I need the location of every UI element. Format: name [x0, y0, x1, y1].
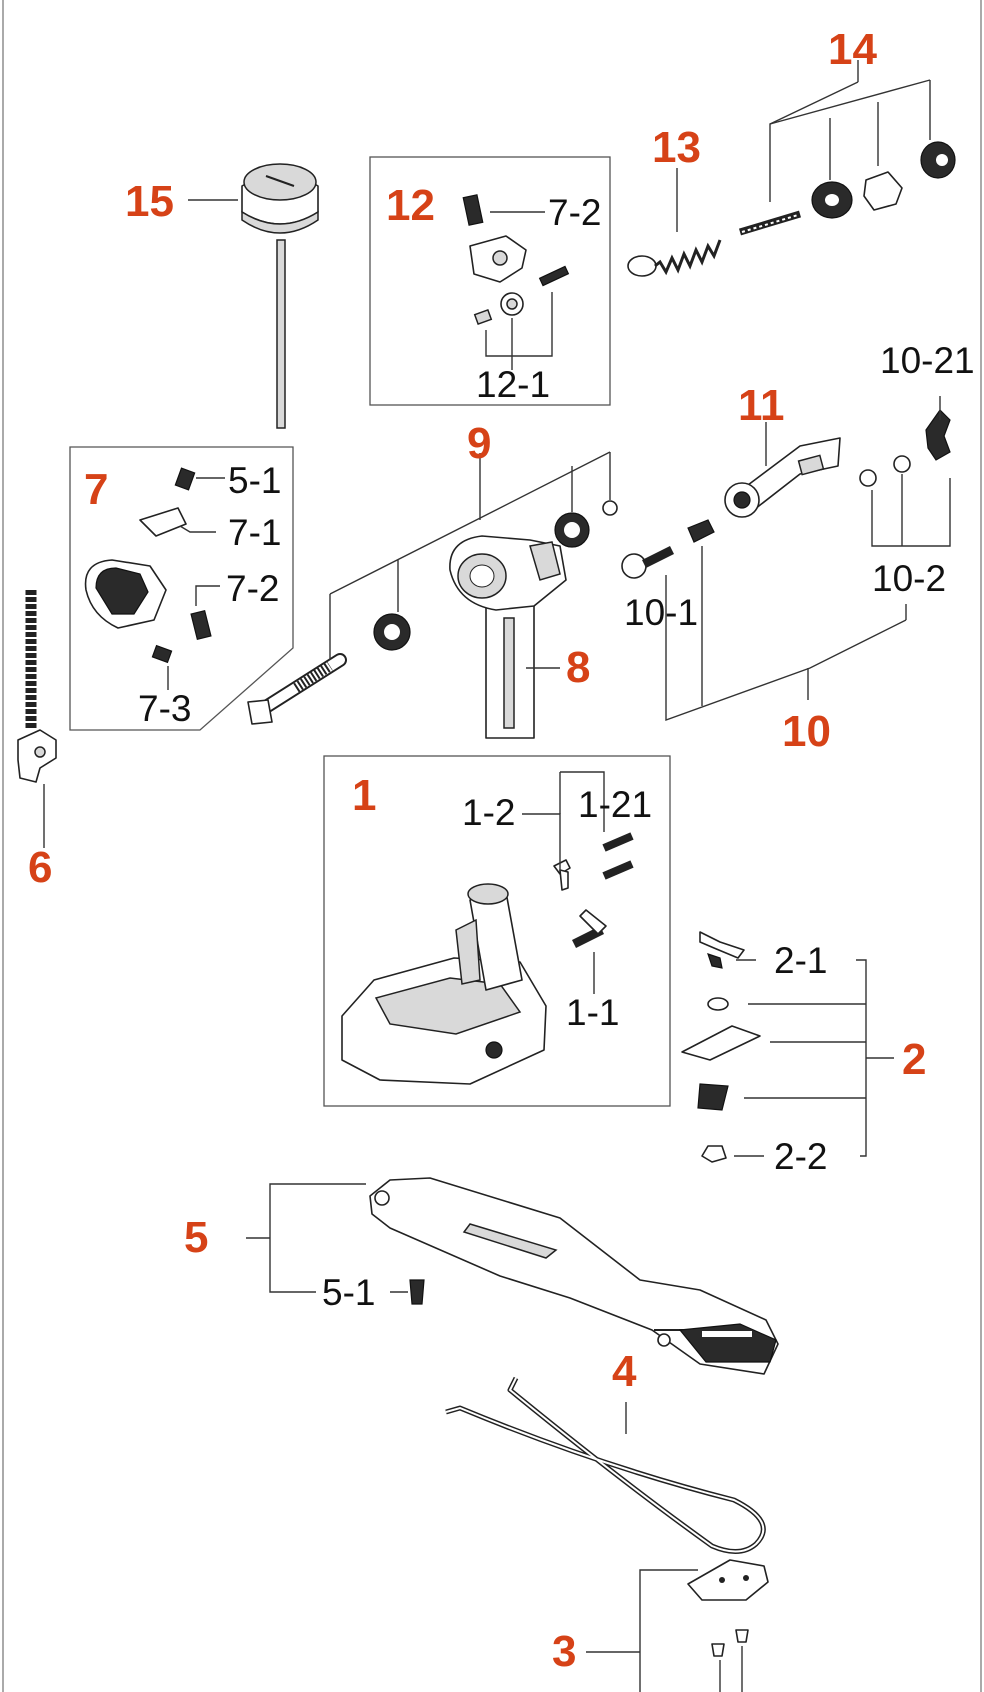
- tension-assembly-part-14: [738, 141, 956, 236]
- label-1-1: 1-1: [566, 992, 620, 1033]
- label-10-1: 10-1: [624, 592, 699, 633]
- callout-3: 3: [552, 1627, 577, 1676]
- callout-5: 5: [184, 1213, 209, 1262]
- part-1-box: [323, 755, 671, 1107]
- callout-13: 13: [652, 123, 701, 172]
- callout-2: 2: [902, 1035, 927, 1084]
- label-7-3: 7-3: [138, 688, 192, 729]
- frame-part-1: [341, 832, 634, 1085]
- axle-part-9: [247, 500, 618, 725]
- lever-part-11: [724, 437, 841, 518]
- heel-plate-part-3: [687, 1559, 769, 1657]
- label-7-1: 7-1: [228, 512, 282, 553]
- callout-1: 1: [352, 771, 377, 820]
- connecting-rod-part-4: [445, 1376, 766, 1554]
- cam-part-12: [462, 194, 570, 326]
- label-1-2: 1-2: [462, 792, 516, 833]
- callout-9: 9: [467, 419, 492, 468]
- label-5-1-upper: 5-1: [228, 460, 282, 501]
- label-5-1-lower: 5-1: [322, 1272, 376, 1313]
- part-12-box: [369, 156, 611, 406]
- spring-assembly-part-10: [621, 409, 951, 579]
- callout-11: 11: [738, 381, 785, 430]
- rocker-part-8: [449, 535, 567, 739]
- callout-12: 12: [386, 181, 435, 230]
- callout-10: 10: [782, 707, 831, 756]
- spring-part-13: [627, 239, 722, 277]
- callout-6: 6: [28, 843, 53, 892]
- callout-15: 15: [125, 177, 174, 226]
- label-7-2-lower: 7-2: [226, 568, 280, 609]
- clamp-assembly-part-2: [681, 931, 761, 1163]
- label-10-2: 10-2: [872, 558, 947, 599]
- label-1-21: 1-21: [578, 784, 653, 825]
- label-2-2: 2-2: [774, 1136, 828, 1177]
- callout-7: 7: [84, 465, 109, 514]
- beater-part-15: [241, 163, 319, 429]
- callout-8: 8: [566, 643, 591, 692]
- footboard-part-5: [369, 1177, 779, 1375]
- sprocket-part-7: [84, 467, 212, 664]
- label-12-1: 12-1: [476, 364, 551, 405]
- label-2-1: 2-1: [774, 940, 828, 981]
- label-7-2-upper: 7-2: [548, 192, 602, 233]
- label-10-21: 10-21: [880, 340, 975, 381]
- callout-4: 4: [612, 1347, 637, 1396]
- callout-14: 14: [828, 25, 877, 74]
- chain-part-6: [17, 590, 57, 783]
- part-7-box: [69, 446, 294, 731]
